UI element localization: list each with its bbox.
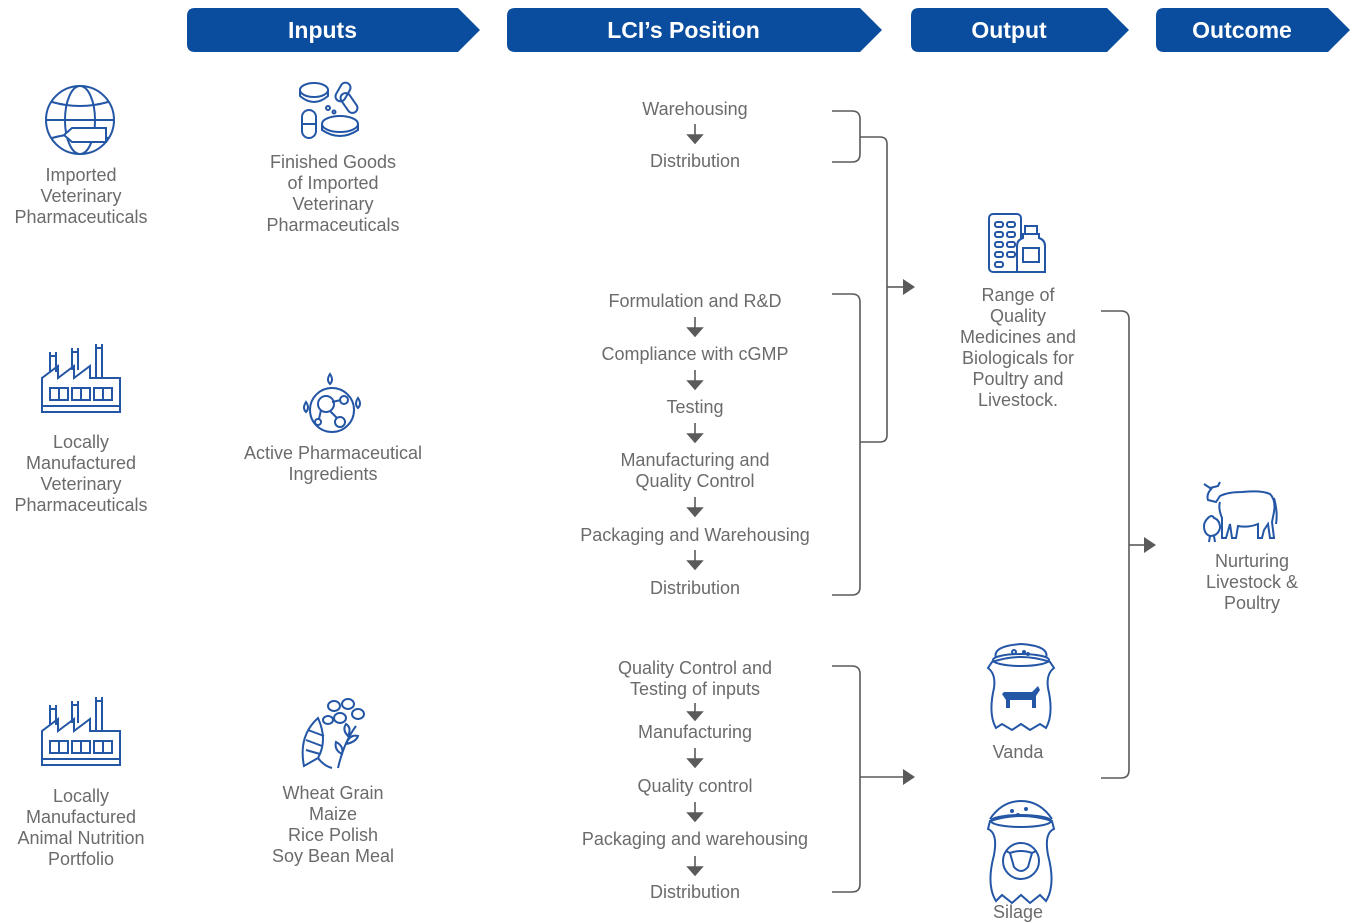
feed-sack-cow-icon — [986, 642, 1056, 732]
header-position-label: LCI’s Position — [607, 17, 760, 43]
globe-import-icon — [45, 85, 115, 155]
feed-sack-silage-icon — [986, 799, 1056, 905]
step-manufacturing: Manufacturing — [637, 722, 753, 742]
arrowhead-pharma — [903, 279, 915, 295]
input-finished-goods: Finished Goods of Imported Veterinary Ph… — [266, 152, 400, 235]
source-local-nutrition: Locally Manufactured Animal Nutrition Po… — [17, 786, 145, 869]
output-vanda: Vanda — [992, 742, 1044, 762]
header-inputs-label: Inputs — [288, 17, 357, 43]
cow-chicken-icon — [1202, 481, 1278, 543]
source-imported: Imported Veterinary Pharmaceuticals — [14, 165, 148, 227]
step-distribution: Distribution — [649, 578, 741, 598]
molecule-icon — [303, 372, 361, 433]
step-quality-control: Quality control — [637, 776, 753, 796]
pills-icon — [299, 81, 359, 139]
medicine-icon — [988, 213, 1046, 273]
header-outcome-shape — [1156, 8, 1350, 52]
header-output-shape — [911, 8, 1129, 52]
step-packaging: Packaging and Warehousing — [580, 525, 810, 545]
merge-bracket-pharma — [860, 136, 888, 443]
header-position: LCI’s Position — [507, 8, 882, 52]
step-input-qc: Quality Control and Testing of inputs — [617, 658, 773, 699]
header-output-label: Output — [971, 17, 1047, 43]
step-distribution: Distribution — [649, 151, 741, 171]
bracket-nutrition — [832, 665, 861, 893]
header-outcome: Outcome — [1156, 8, 1350, 52]
step-packaging: Packaging and warehousing — [581, 829, 809, 849]
header-inputs-shape — [187, 8, 480, 52]
source-local-vet: Locally Manufactured Veterinary Pharmace… — [14, 432, 148, 515]
grains-icon — [301, 698, 365, 769]
output-silage: Silage — [992, 902, 1044, 922]
factory-icon — [41, 697, 121, 766]
bracket-outputs — [1101, 310, 1130, 779]
bracket-vet — [832, 293, 861, 596]
input-grains: Wheat Grain Maize Rice Polish Soy Bean M… — [271, 783, 395, 866]
step-formulation: Formulation and R&D — [608, 291, 782, 311]
header-inputs: Inputs — [187, 8, 480, 52]
header-output: Output — [911, 8, 1129, 52]
arrowhead-nutrition — [903, 769, 915, 785]
header-outcome-label: Outcome — [1192, 17, 1292, 43]
step-warehousing: Warehousing — [642, 99, 748, 119]
header-position-shape — [507, 8, 882, 52]
input-api: Active Pharmaceutical Ingredients — [243, 443, 423, 484]
factory-icon — [41, 344, 121, 413]
outcome-label: Nurturing Livestock & Poultry — [1205, 551, 1299, 613]
arrowhead-outcome — [1144, 537, 1156, 553]
down-arrows — [686, 124, 704, 877]
output-medicines: Range of Quality Medicines and Biologica… — [959, 285, 1077, 410]
step-compliance: Compliance with cGMP — [601, 344, 789, 364]
step-manufacturing-qc: Manufacturing and Quality Control — [620, 450, 770, 491]
step-testing: Testing — [666, 397, 724, 417]
step-distribution: Distribution — [649, 882, 741, 902]
